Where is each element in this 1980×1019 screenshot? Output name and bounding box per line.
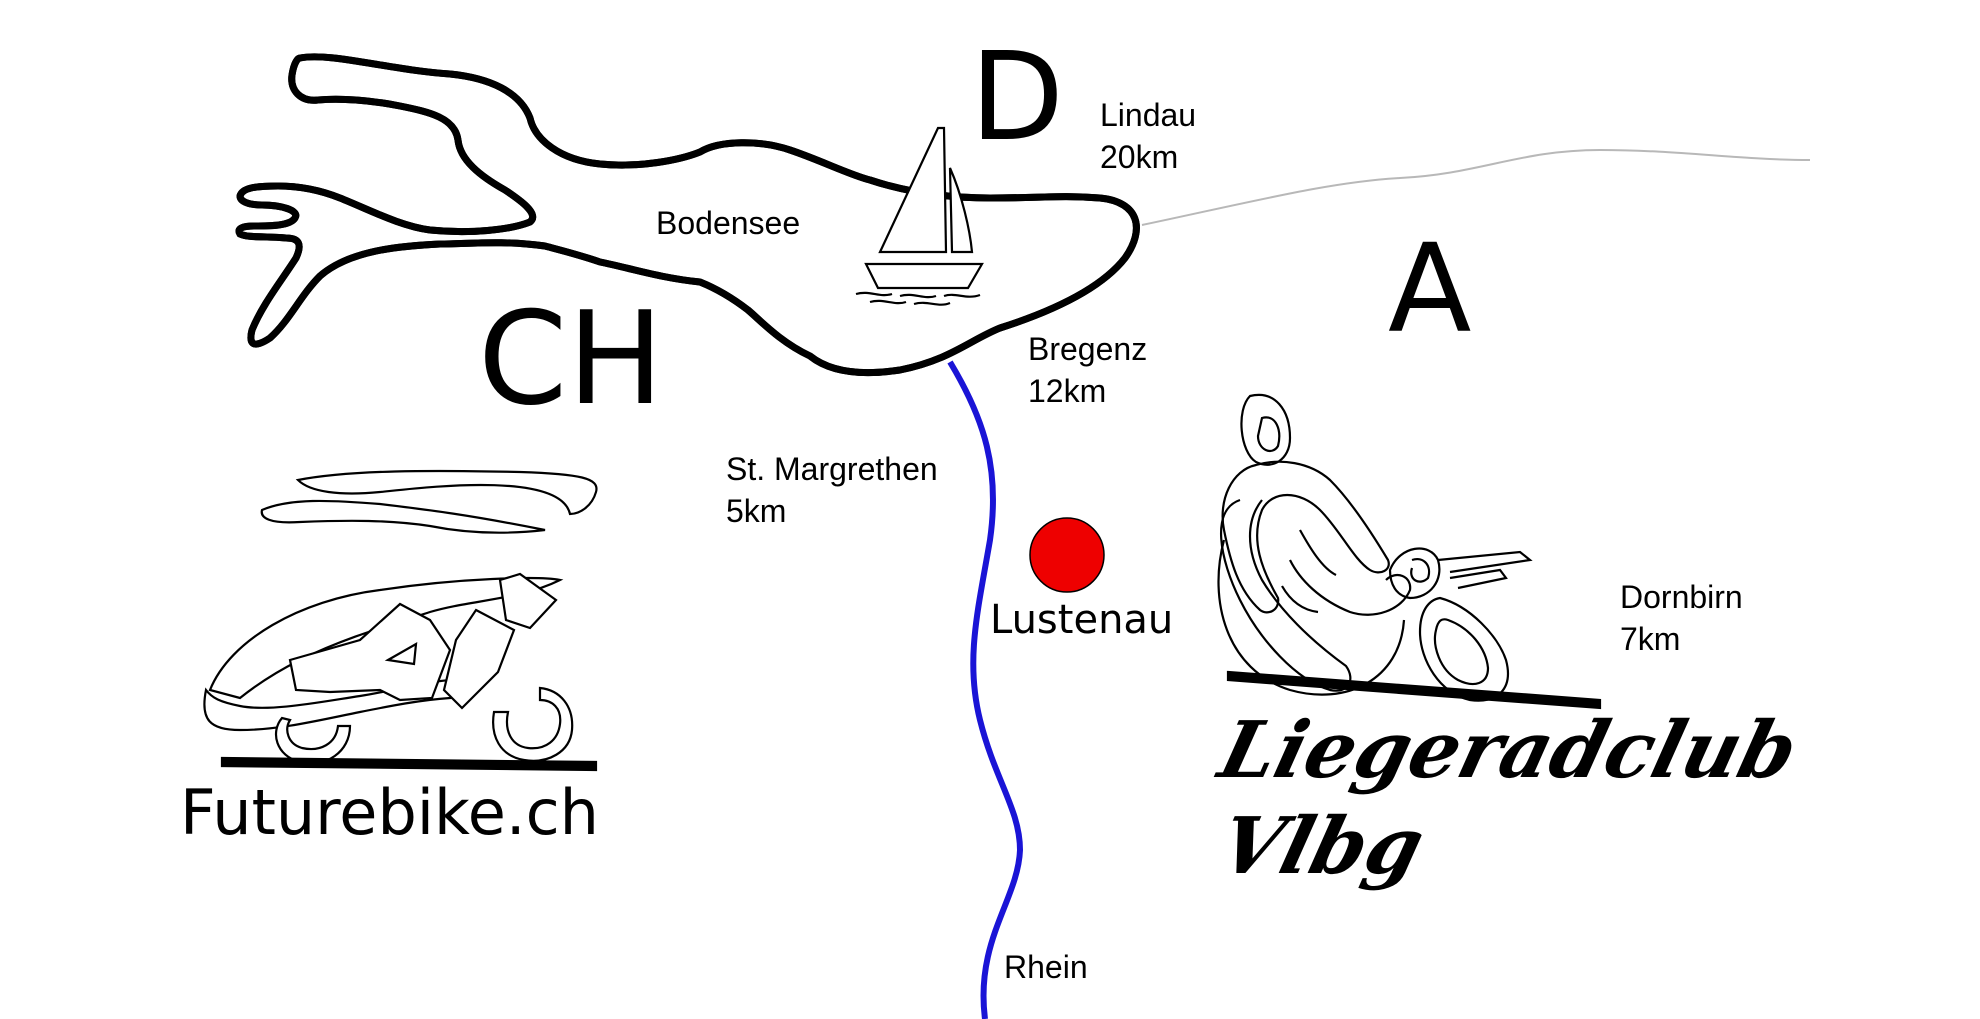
place-distance: 5km: [726, 493, 787, 529]
futurebike-logo-text: Futurebike.ch: [180, 776, 599, 849]
country-label-switzerland: CH: [478, 285, 664, 434]
lustenau-marker[interactable]: [1029, 517, 1105, 593]
place-name: Bregenz: [1028, 331, 1148, 367]
place-bregenz[interactable]: Bregenz 12km: [1028, 328, 1147, 412]
road-line: [1141, 148, 1811, 226]
country-label-germany: D: [970, 26, 1064, 168]
lake-outline: [239, 57, 1136, 373]
place-name: St. Margrethen: [726, 451, 938, 487]
club-logo-line1: Liegeradclub: [1210, 705, 1807, 796]
place-distance: 7km: [1620, 621, 1681, 657]
river-label: Rhein: [1004, 949, 1088, 985]
place-distance: 12km: [1028, 373, 1107, 409]
place-lindau[interactable]: Lindau 20km: [1100, 94, 1196, 178]
country-label-austria: A: [1388, 218, 1472, 360]
marker-label: Lustenau: [990, 597, 1174, 643]
rhine-river: [947, 360, 1024, 1019]
place-name: Lindau: [1100, 97, 1197, 133]
velomobile-icon: [203, 469, 598, 772]
place-name: Dornbirn: [1620, 579, 1743, 615]
recumbent-cyclist-icon: [1217, 393, 1602, 710]
club-logo-line2: Vlbg: [1210, 801, 1433, 892]
place-st-margrethen[interactable]: St. Margrethen 5km: [726, 448, 938, 532]
place-distance: 20km: [1100, 139, 1179, 175]
lake-label: Bodensee: [656, 205, 801, 241]
place-dornbirn[interactable]: Dornbirn 7km: [1620, 576, 1743, 660]
sailboat-icon: [855, 126, 984, 306]
